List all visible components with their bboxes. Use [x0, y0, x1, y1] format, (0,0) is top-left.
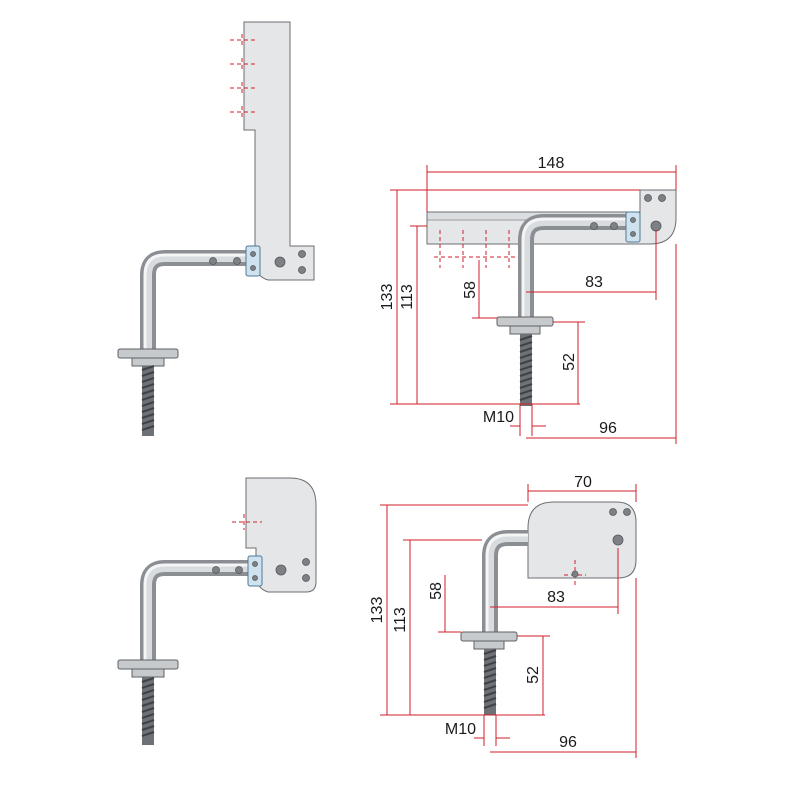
nut	[509, 325, 541, 335]
short-plate	[527, 501, 637, 579]
pivot-hole	[650, 220, 662, 232]
dim-height-total-label: 133	[379, 284, 396, 311]
dim-offset-label: 83	[547, 589, 565, 606]
tall-plate	[243, 21, 315, 281]
nut	[473, 640, 505, 650]
thread-lines	[483, 649, 497, 709]
pivot-hole	[274, 256, 286, 268]
clamp-clip	[247, 555, 263, 587]
dim-offset-label: 83	[585, 274, 603, 291]
rod-hole	[209, 257, 217, 265]
dim-thread-length-label: 52	[561, 353, 578, 371]
rod-hole	[233, 257, 241, 265]
bracket-short-view	[117, 477, 317, 745]
cut-marks	[230, 34, 256, 118]
plate-hole	[298, 266, 306, 274]
dim-height-inner-label: 113	[392, 607, 409, 633]
dimension-lines	[380, 484, 637, 758]
washer	[460, 631, 518, 642]
thread-lines	[141, 365, 155, 431]
thread-lines	[141, 677, 155, 737]
pivot-hole	[275, 564, 287, 576]
dim-reach-label: 96	[559, 734, 577, 751]
dim-reach-label: 96	[599, 420, 617, 437]
cut-marks	[232, 514, 262, 530]
nut	[131, 357, 165, 367]
plate-hole	[298, 250, 306, 258]
bracket-short-dimensioned: 70 133 113 58 83 52 M10 96	[369, 474, 637, 758]
dimension-lines	[390, 165, 677, 444]
cut-marks	[434, 230, 516, 268]
bracket-tall-view	[117, 21, 315, 436]
dim-arm-height-label: 58	[428, 582, 445, 600]
dim-thread-length-label: 52	[525, 666, 542, 684]
clamp-clip	[245, 245, 261, 277]
dim-width-label: 148	[538, 155, 565, 172]
rod	[140, 250, 252, 350]
clamp-clip	[625, 211, 641, 243]
dim-thread-label: M10	[445, 721, 476, 738]
dim-height-total-label: 133	[369, 597, 386, 624]
dim-width-label: 70	[574, 474, 592, 491]
dim-arm-height-label: 58	[462, 281, 479, 299]
rod	[140, 560, 252, 662]
thread-lines	[519, 335, 533, 401]
pivot-hole	[612, 534, 624, 546]
bracket-tall-dimensioned: 148 133 113 58 83 52 M10 96	[379, 155, 677, 444]
nut	[131, 668, 165, 678]
threaded-rod	[142, 366, 154, 436]
rod	[482, 530, 528, 634]
dim-height-inner-label: 113	[399, 284, 416, 310]
washer	[117, 348, 179, 359]
dim-thread-label: M10	[483, 409, 514, 426]
washer	[496, 316, 554, 327]
washer	[117, 659, 179, 670]
